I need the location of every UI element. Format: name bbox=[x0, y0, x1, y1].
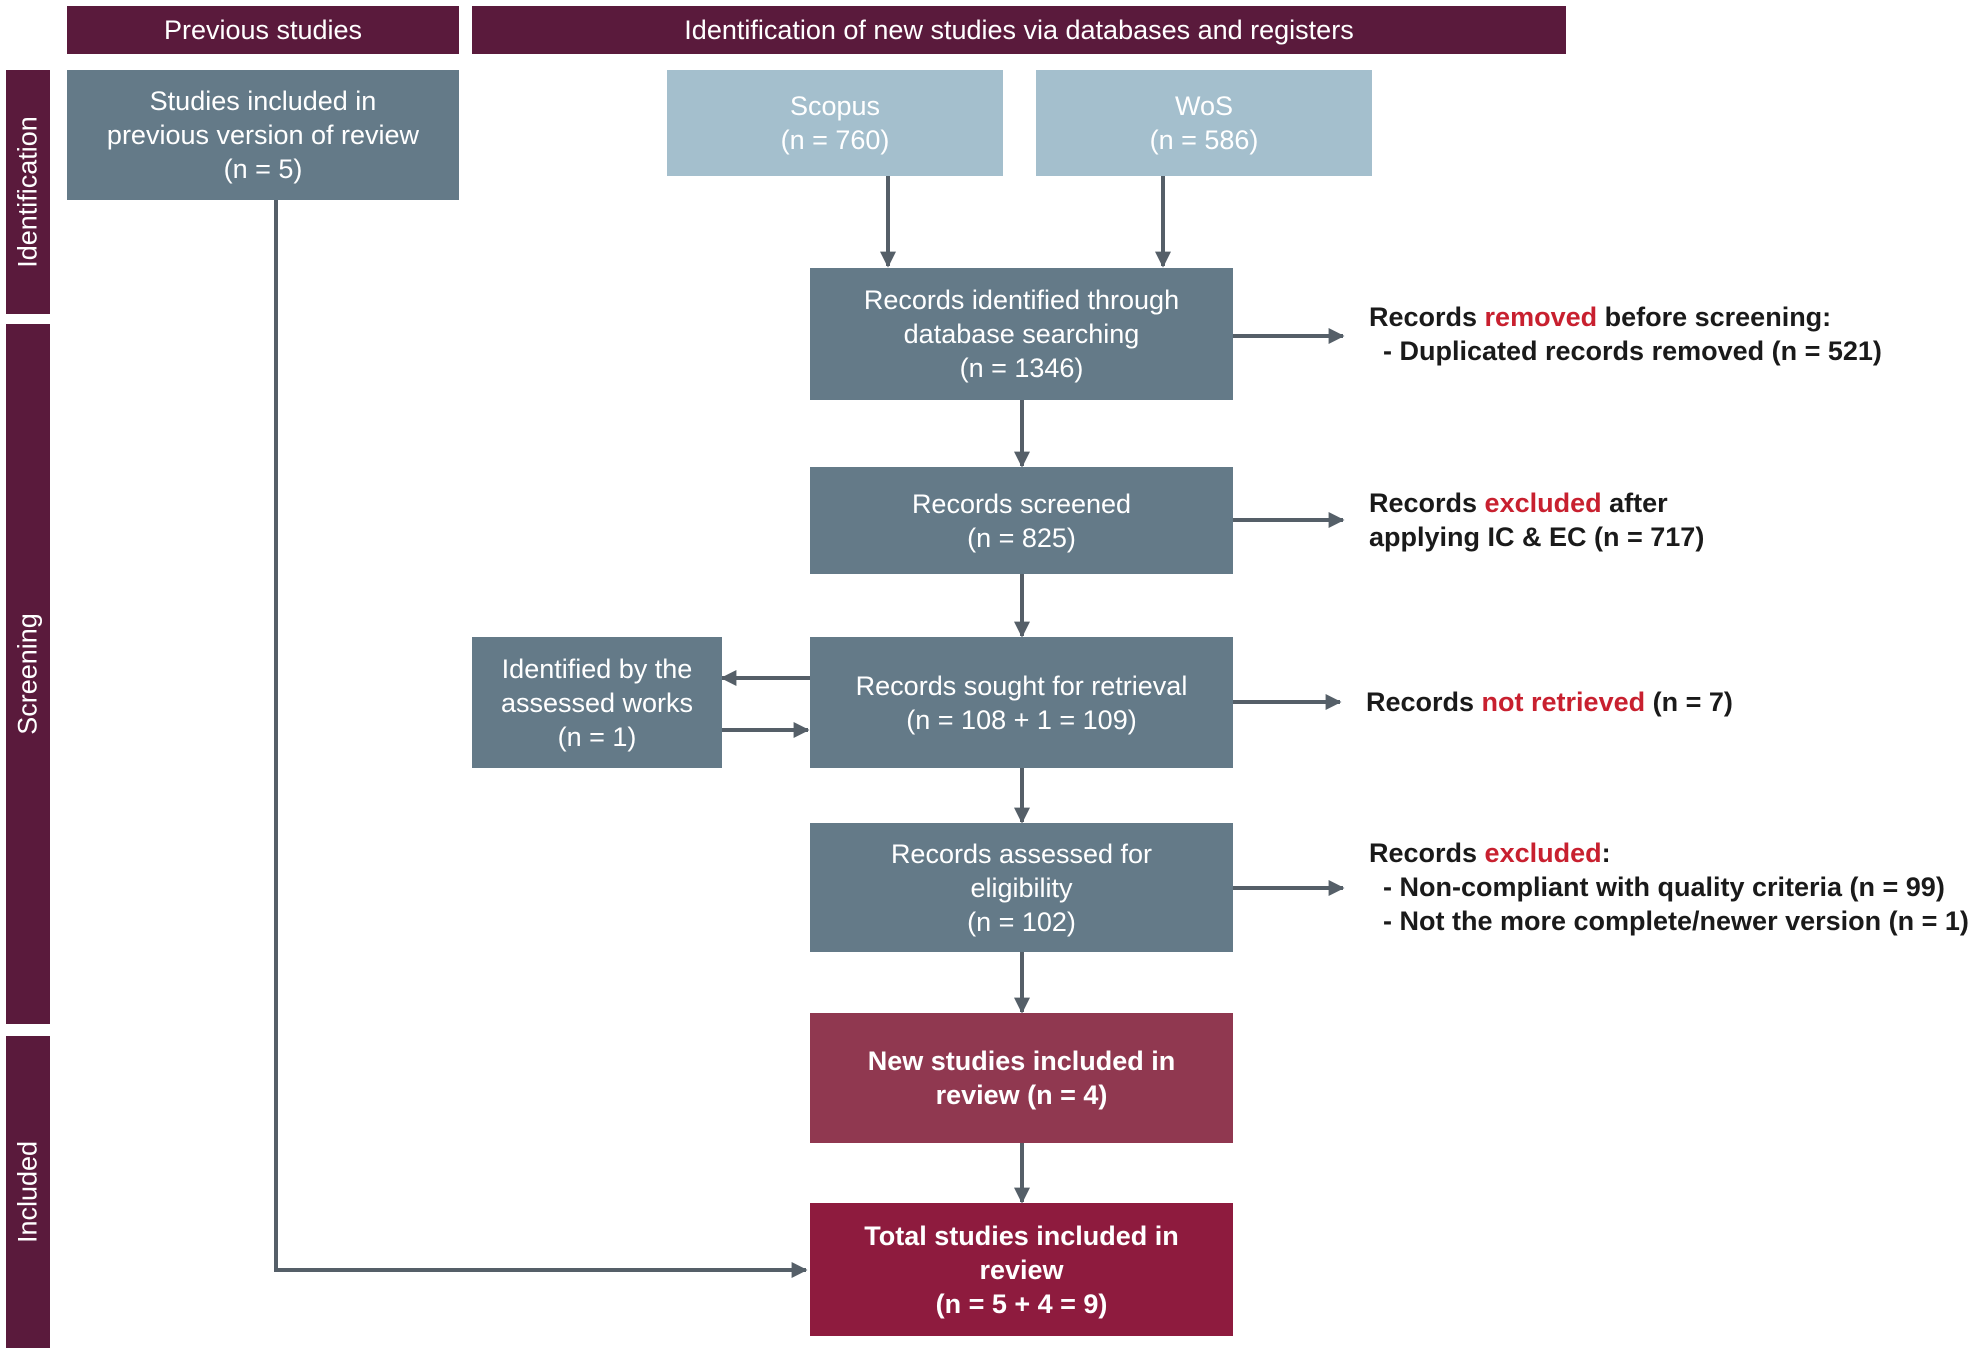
excluded-eligibility-post: : bbox=[1601, 838, 1611, 868]
previous-studies-line2: previous version of review bbox=[106, 120, 420, 150]
wos-name: WoS bbox=[1174, 91, 1234, 121]
total-studies-count: (n = 5 + 4 = 9) bbox=[935, 1288, 1108, 1319]
not-retrieved-note: Records not retrieved (n = 7) bbox=[1366, 685, 1733, 719]
not-retrieved-highlight: not retrieved bbox=[1481, 687, 1646, 717]
removed-note-item: - Duplicated records removed (n = 521) bbox=[1383, 336, 1882, 366]
removed-before-screening-note: Records removed before screening: - Dupl… bbox=[1369, 300, 1882, 368]
new-studies-header-label: Identification of new studies via databa… bbox=[684, 14, 1354, 45]
assessed-works-count: (n = 1) bbox=[557, 721, 637, 752]
removed-note-highlight: removed bbox=[1484, 302, 1598, 332]
excluded-ic-pre: Records bbox=[1369, 488, 1485, 518]
not-retrieved-pre: Records bbox=[1366, 687, 1482, 717]
previous-studies-header-label: Previous studies bbox=[163, 14, 363, 45]
assessed-works-line1: Identified by the bbox=[501, 653, 693, 684]
excluded-eligibility-item2: - Not the more complete/newer version (n… bbox=[1383, 906, 1969, 936]
records-screened-line1: Records screened bbox=[911, 488, 1132, 519]
records-eligibility-count: (n = 102) bbox=[967, 906, 1076, 937]
arrow-previous-to-total bbox=[274, 200, 808, 1278]
records-sought-box: Records sought for retrieval (n = 108 + … bbox=[810, 637, 1233, 768]
phase-screening-bar: Screening bbox=[6, 324, 50, 1024]
excluded-eligibility-item1: - Non-compliant with quality criteria (n… bbox=[1383, 872, 1945, 902]
records-eligibility-box: Records assessed for eligibility (n = 10… bbox=[810, 823, 1233, 952]
previous-studies-box: Studies included in previous version of … bbox=[67, 70, 459, 200]
previous-studies-count: (n = 5) bbox=[223, 154, 303, 184]
excluded-ic-highlight: excluded bbox=[1484, 488, 1602, 518]
new-studies-included-box: New studies included in review (n = 4) bbox=[810, 1013, 1233, 1143]
records-identified-count: (n = 1346) bbox=[959, 353, 1084, 383]
records-eligibility-line2: eligibility bbox=[970, 872, 1073, 903]
identified-by-assessed-works-box: Identified by the assessed works (n = 1) bbox=[472, 637, 722, 768]
wos-count: (n = 586) bbox=[1149, 125, 1259, 155]
assessed-works-line2: assessed works bbox=[500, 687, 694, 718]
records-identified-line2: database searching bbox=[903, 319, 1140, 349]
scopus-count: (n = 760) bbox=[780, 125, 890, 155]
new-studies-line2: review (n = 4) bbox=[935, 1080, 1108, 1110]
phase-included-bar: Included bbox=[6, 1036, 50, 1348]
excluded-ic-line2: applying IC & EC (n = 717) bbox=[1369, 522, 1705, 552]
excluded-eligibility-pre: Records bbox=[1369, 838, 1485, 868]
excluded-ic-heading: Records excluded after bbox=[1369, 486, 1704, 520]
scopus-box: Scopus (n = 760) bbox=[667, 70, 1003, 176]
total-studies-included-box: Total studies included in review (n = 5 … bbox=[810, 1203, 1233, 1336]
wos-box: WoS (n = 586) bbox=[1036, 70, 1372, 176]
total-studies-line2: review bbox=[979, 1254, 1064, 1285]
records-identified-line1: Records identified through bbox=[863, 285, 1180, 315]
excluded-after-ic-ec-note: Records excluded after applying IC & EC … bbox=[1369, 486, 1704, 554]
removed-note-post: before screening: bbox=[1597, 302, 1832, 332]
previous-studies-line1: Studies included in bbox=[149, 86, 377, 116]
records-eligibility-line1: Records assessed for bbox=[890, 838, 1153, 869]
scopus-name: Scopus bbox=[789, 91, 881, 121]
excluded-eligibility-highlight: excluded bbox=[1484, 838, 1602, 868]
excluded-ic-post: after bbox=[1601, 488, 1668, 518]
new-studies-line1: New studies included in bbox=[867, 1046, 1176, 1076]
records-identified-box: Records identified through database sear… bbox=[810, 268, 1233, 400]
removed-note-pre: Records bbox=[1369, 302, 1485, 332]
records-sought-count: (n = 108 + 1 = 109) bbox=[906, 704, 1137, 735]
previous-studies-header: Previous studies bbox=[67, 6, 459, 54]
records-screened-box: Records screened (n = 825) bbox=[810, 467, 1233, 574]
excluded-eligibility-note: Records excluded: - Non-compliant with q… bbox=[1369, 836, 1969, 938]
records-screened-count: (n = 825) bbox=[967, 522, 1076, 553]
removed-note-heading: Records removed before screening: bbox=[1369, 300, 1882, 334]
total-studies-line1: Total studies included in bbox=[864, 1220, 1179, 1251]
excluded-eligibility-heading: Records excluded: bbox=[1369, 836, 1969, 870]
records-sought-line1: Records sought for retrieval bbox=[855, 670, 1188, 701]
not-retrieved-post: (n = 7) bbox=[1645, 687, 1733, 717]
phase-identification-bar: Identification bbox=[6, 70, 50, 314]
new-studies-header: Identification of new studies via databa… bbox=[472, 6, 1566, 54]
